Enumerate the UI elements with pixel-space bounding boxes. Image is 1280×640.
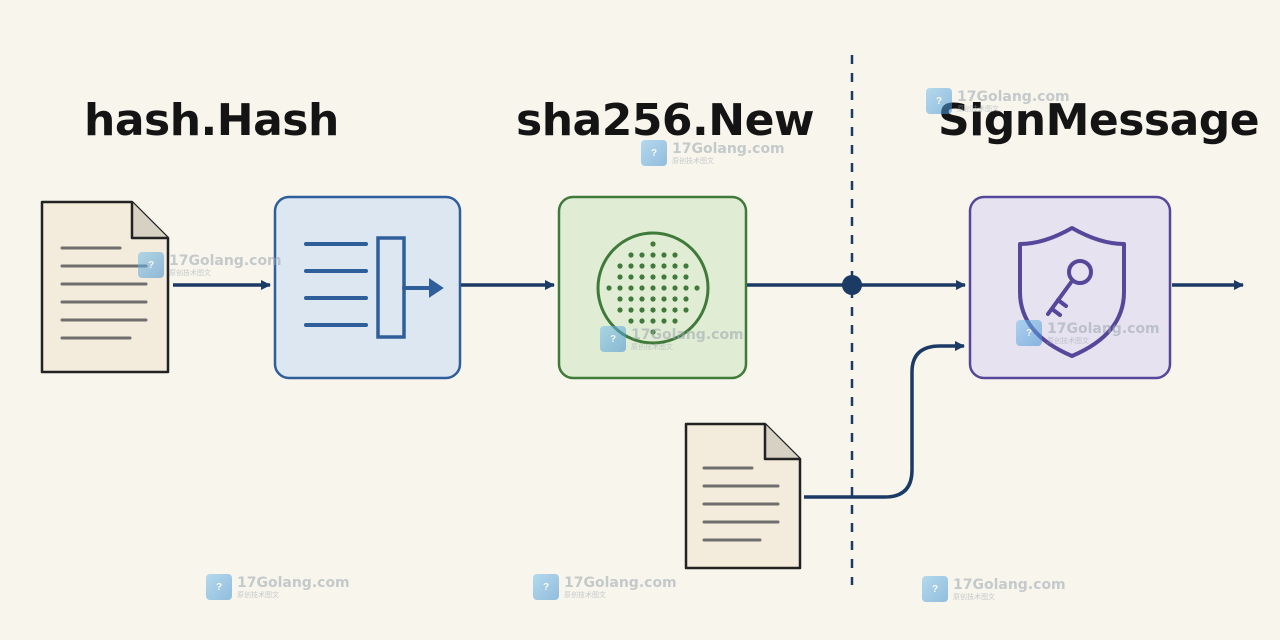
digest-dot (694, 285, 700, 291)
title-hash: hash.Hash (84, 95, 339, 146)
digest-dot (683, 307, 689, 313)
dotted-circle-icon (596, 231, 710, 345)
arrow-message-to-sign (804, 341, 965, 499)
digest-dot (650, 241, 656, 247)
digest-dot (672, 274, 678, 280)
digest-dot (628, 296, 634, 302)
input-document-icon (40, 200, 170, 374)
digest-dot (617, 263, 623, 269)
digest-dot (672, 318, 678, 324)
digest-dot (639, 274, 645, 280)
digest-dot (672, 252, 678, 258)
digest-dot (661, 296, 667, 302)
digest-dot (672, 285, 678, 291)
digest-dot (672, 307, 678, 313)
digest-dots (606, 241, 700, 335)
digest-dot (628, 307, 634, 313)
digest-dot (628, 318, 634, 324)
digest-dot (628, 274, 634, 280)
digest-dot (661, 263, 667, 269)
hash-writer-icon (304, 236, 444, 339)
digest-dot (672, 263, 678, 269)
digest-dot (639, 307, 645, 313)
sha256-box (557, 195, 748, 380)
digest-dot (661, 285, 667, 291)
digest-dot (672, 296, 678, 302)
digest-dot (650, 307, 656, 313)
digest-dot (639, 252, 645, 258)
digest-dot (639, 318, 645, 324)
digest-dot (628, 285, 634, 291)
digest-dot (650, 274, 656, 280)
digest-dot (650, 285, 656, 291)
digest-dot (639, 263, 645, 269)
digest-dot (661, 307, 667, 313)
hash-box (273, 195, 462, 380)
digest-dot (628, 252, 634, 258)
title-sha256-new: sha256.New (516, 95, 815, 146)
sign-message-box (968, 195, 1172, 380)
digest-dot (683, 274, 689, 280)
junction-dot (842, 275, 862, 295)
digest-dot (661, 252, 667, 258)
digest-dot (617, 274, 623, 280)
digest-dot (639, 296, 645, 302)
digest-dot (628, 263, 634, 269)
message-document-icon (684, 422, 802, 570)
digest-dot (661, 274, 667, 280)
title-sign-message: SignMessage (938, 95, 1260, 146)
digest-dot (606, 285, 612, 291)
digest-dot (617, 296, 623, 302)
digest-dot (650, 263, 656, 269)
digest-dot (683, 285, 689, 291)
digest-dot (650, 318, 656, 324)
digest-dot (683, 263, 689, 269)
digest-dot (617, 285, 623, 291)
digest-dot (683, 296, 689, 302)
digest-dot (617, 307, 623, 313)
digest-dot (639, 285, 645, 291)
digest-dot (650, 296, 656, 302)
digest-dot (661, 318, 667, 324)
shield-key-icon (1018, 226, 1126, 358)
digest-dot (650, 329, 656, 335)
digest-dot (650, 252, 656, 258)
